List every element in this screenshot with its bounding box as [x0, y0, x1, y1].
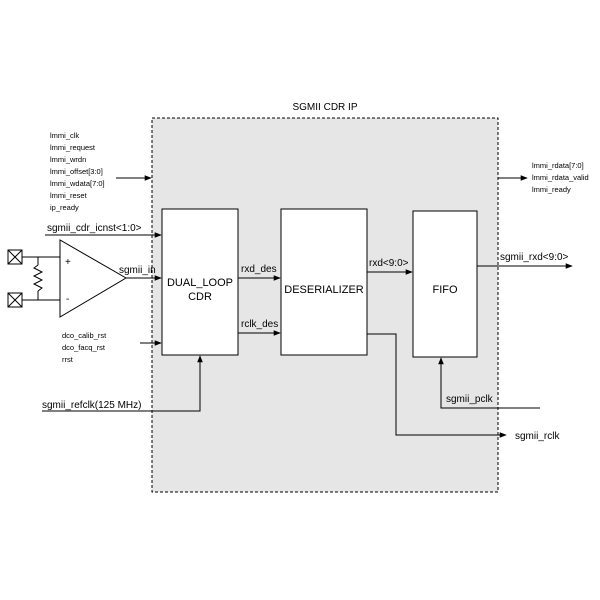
lmmi-output-0: lmmi_rdata[7:0]: [532, 161, 584, 170]
refclk-wire: [42, 355, 203, 412]
icnst-label: sgmii_cdr_icnst<1:0>: [47, 223, 142, 234]
rclk-des-label: rclk_des: [241, 319, 278, 330]
lmmi-output-1: lmmi_rdata_valid: [532, 173, 589, 182]
amp-plus-label: +: [65, 257, 71, 268]
deserializer-label: DESERIALIZER: [284, 284, 364, 296]
pad-icon-bottom: [7, 292, 23, 308]
cdr-label-line2: CDR: [188, 291, 212, 303]
lmmi-input-0: lmmi_clk: [50, 131, 79, 140]
rxd-des-label: rxd_des: [241, 264, 277, 275]
cdr-label-line1: DUAL_LOOP: [167, 277, 233, 289]
fifo-label: FIFO: [432, 284, 457, 296]
amp-minus-label: -: [66, 294, 69, 305]
ip-title: SGMII CDR IP: [292, 102, 357, 113]
pclk-wire: [438, 357, 540, 409]
lmmi-input-1: lmmi_request: [50, 143, 96, 152]
lmmi-output-2: lmmi_ready: [532, 185, 571, 194]
sgmii-in-label: sgmii_in: [119, 265, 156, 276]
dco-input-1: dco_facq_rst: [62, 343, 106, 352]
dco-input-0: dco_calib_rst: [62, 331, 107, 340]
lmmi-input-4: lmmi_wdata[7:0]: [50, 179, 105, 188]
lmmi-input-2: lmmi_wrdn: [50, 155, 86, 164]
deserializer-block: [280, 208, 368, 356]
lmmi-input-3: lmmi_offset[3:0]: [50, 167, 103, 176]
input-amplifier-icon: [59, 239, 127, 318]
sgmii-rxd-label: sgmii_rxd<9:0>: [500, 252, 569, 263]
sgmii-rclk-label: sgmii_rclk: [515, 431, 560, 442]
dual-loop-cdr-block: [161, 208, 239, 356]
pclk-label: sgmii_pclk: [446, 394, 494, 405]
pad-icon-top: [7, 249, 23, 265]
lmmi-input-5: lmmi_reset: [50, 191, 88, 200]
refclk-label: sgmii_refclk(125 MHz): [42, 400, 141, 411]
sgmii-rclk-wire: [367, 333, 507, 438]
rxd-label: rxd<9:0>: [369, 258, 409, 269]
dco-input-2: rrst: [62, 355, 74, 364]
lmmi-input-6: ip_ready: [50, 203, 79, 212]
termination-resistor-icon: [32, 257, 44, 300]
fifo-block: [412, 210, 478, 358]
